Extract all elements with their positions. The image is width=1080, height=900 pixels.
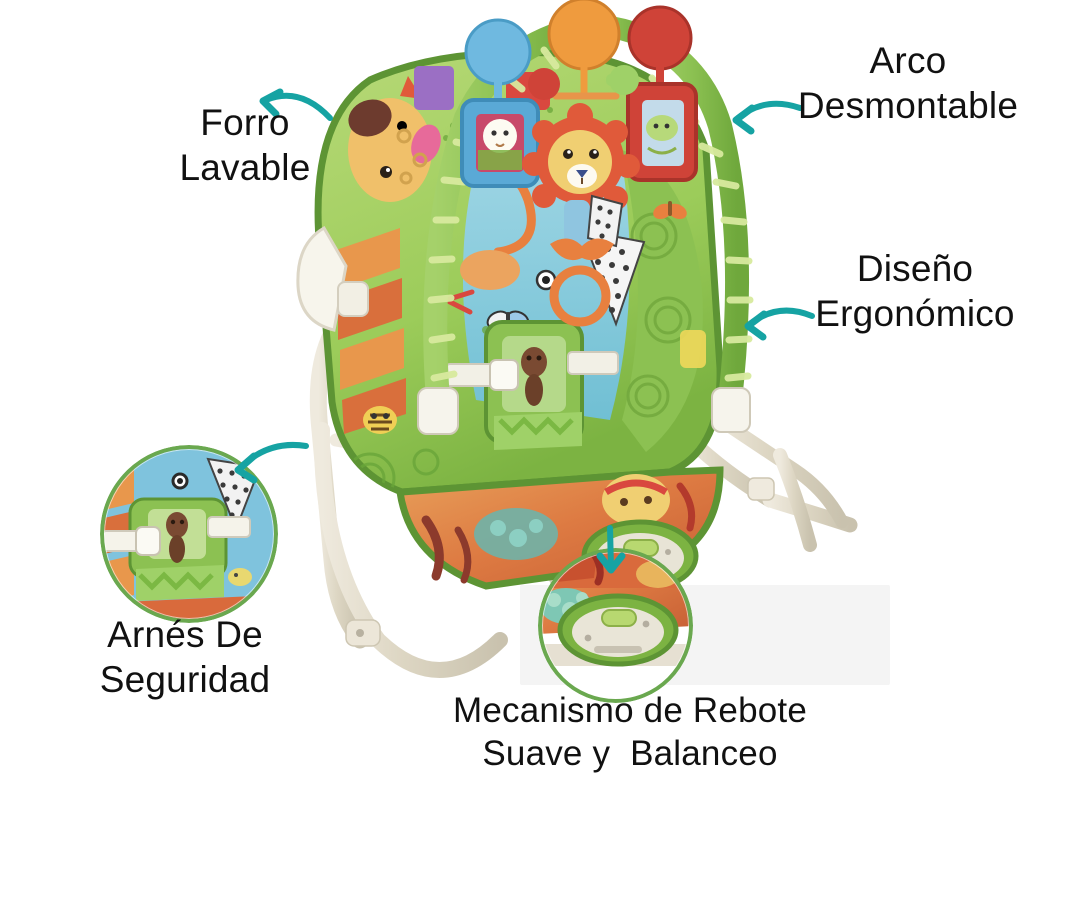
callout-ergonomico-line1: Diseño — [856, 248, 974, 289]
arch-toys — [460, 0, 698, 327]
inset-bounce-mechanism — [538, 548, 693, 703]
callout-rebote-line2: Suave y Balanceo — [482, 733, 778, 773]
callout-ergonomico-line2: Ergonómico — [815, 293, 1015, 335]
callout-forro-line1: Forro — [200, 102, 290, 143]
callout-arco-line2: Desmontable — [797, 85, 1019, 127]
seat-cushion — [395, 466, 724, 590]
callout-forro-line2: Lavable — [179, 147, 311, 189]
inset-ring-bounce — [538, 548, 693, 703]
callout-rebote-line1: Mecanismo de Rebote — [453, 691, 807, 730]
callout-arnes-line2: Seguridad — [99, 659, 271, 701]
callout-arco-line1: Arco — [869, 40, 947, 81]
safety-harness — [445, 320, 619, 450]
lion-toy — [522, 103, 640, 327]
inset-ring-harness — [100, 445, 278, 623]
head-support — [296, 225, 369, 332]
product-illustration — [250, 0, 870, 680]
callout-arnes-line1: Arnés De — [107, 614, 263, 655]
inset-safety-harness — [100, 445, 278, 623]
